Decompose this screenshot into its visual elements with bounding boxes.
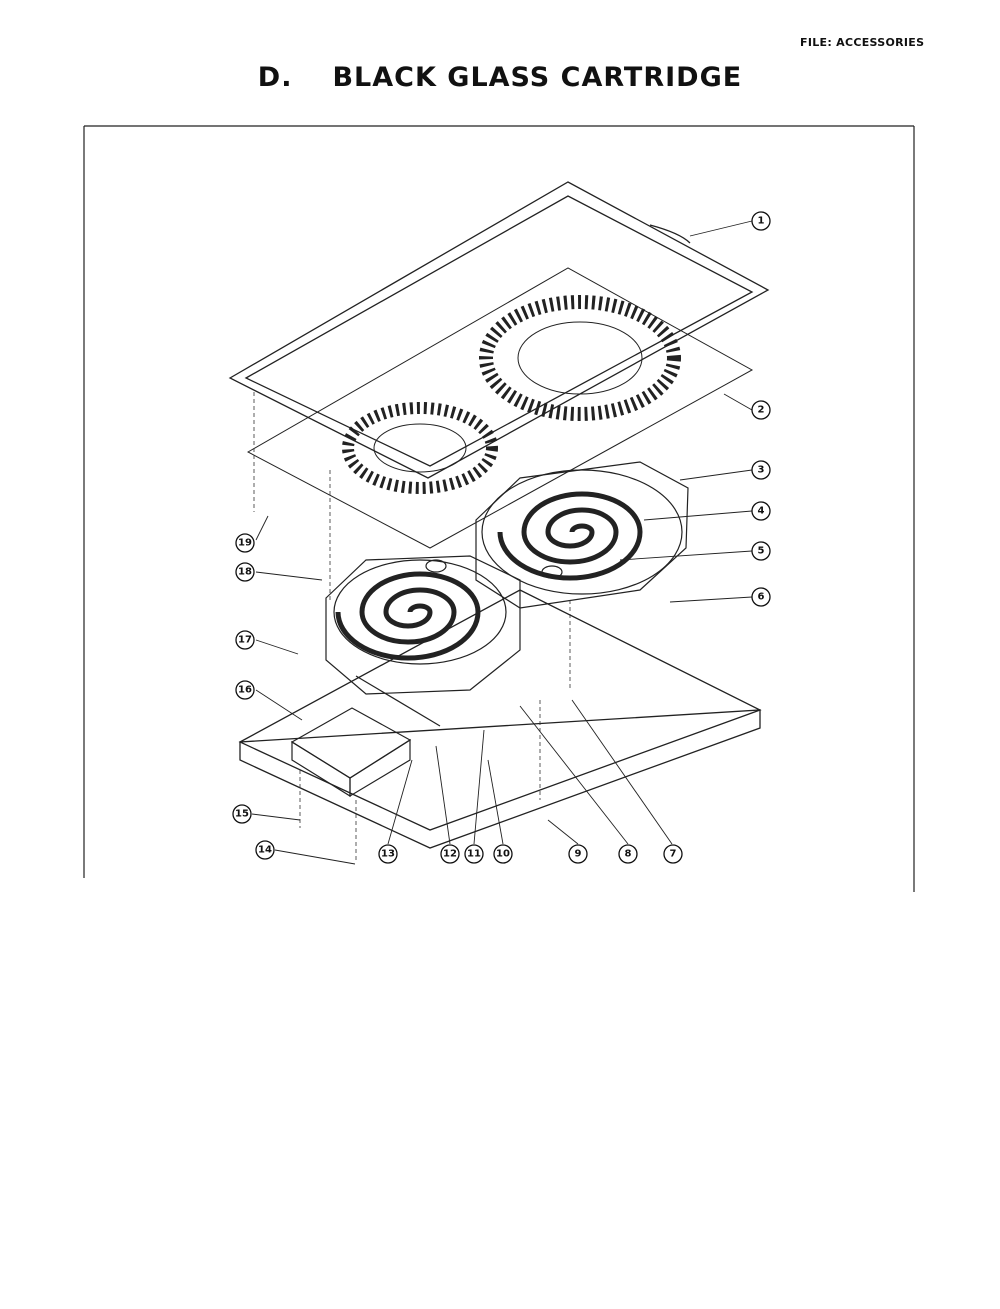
callout-circle-6 (751, 587, 771, 607)
callout-9: 9 (575, 849, 582, 860)
callout-3: 3 (758, 465, 765, 476)
callout-circle-16 (235, 680, 255, 700)
glass-frame-part (228, 181, 770, 479)
callout-circle-15 (232, 804, 252, 824)
callout-circle-10 (493, 844, 513, 864)
callout-18: 18 (238, 567, 252, 578)
callout-circle-8 (618, 844, 638, 864)
leader-lines (253, 392, 571, 860)
page-title: D. BLACK GLASS CARTRIDGE (200, 62, 800, 93)
callout-6: 6 (758, 592, 765, 603)
callout-16: 16 (238, 685, 252, 696)
title-letter: D. (257, 62, 293, 93)
callout-4: 4 (758, 506, 765, 517)
callout-10: 10 (496, 849, 510, 860)
callout-13: 13 (381, 849, 395, 860)
callout-14: 14 (258, 845, 272, 856)
callout-circle-13 (378, 844, 398, 864)
callout-circle-2 (751, 400, 771, 420)
callout-15: 15 (235, 809, 249, 820)
callout-17: 17 (238, 635, 252, 646)
title-text: BLACK GLASS CARTRIDGE (332, 62, 743, 93)
callout-19: 19 (238, 538, 252, 549)
diagram-frame (83, 125, 915, 892)
callout-2: 2 (758, 405, 765, 416)
control-box-part (290, 675, 441, 798)
callout-circle-11 (464, 844, 484, 864)
callout-circle-1 (751, 211, 771, 231)
callout-circle-12 (440, 844, 460, 864)
callout-circle-14 (255, 840, 275, 860)
glass-plate-part (246, 267, 754, 549)
file-label: FILE: ACCESSORIES (800, 36, 925, 49)
callout-numbers: 1 2 3 4 5 6 7 8 9 10 11 12 13 14 15 16 1… (235, 216, 764, 860)
callout-12: 12 (443, 849, 457, 860)
callout-circle-7 (663, 844, 683, 864)
callout-circles (232, 211, 771, 864)
callout-circle-9 (568, 844, 588, 864)
callout-1: 1 (758, 216, 765, 227)
callout-7: 7 (670, 849, 677, 860)
callout-circle-17 (235, 630, 255, 650)
bottom-tray-part (238, 589, 762, 849)
callout-leaders (251, 220, 753, 865)
callout-circle-4 (751, 501, 771, 521)
callout-circle-3 (751, 460, 771, 480)
callout-circle-19 (235, 533, 255, 553)
callout-circle-5 (751, 541, 771, 561)
right-burner-part (475, 461, 689, 609)
callout-circle-18 (235, 562, 255, 582)
callout-11: 11 (467, 849, 481, 860)
callout-8: 8 (625, 849, 632, 860)
left-burner-part (325, 555, 521, 695)
callout-5: 5 (758, 546, 765, 557)
